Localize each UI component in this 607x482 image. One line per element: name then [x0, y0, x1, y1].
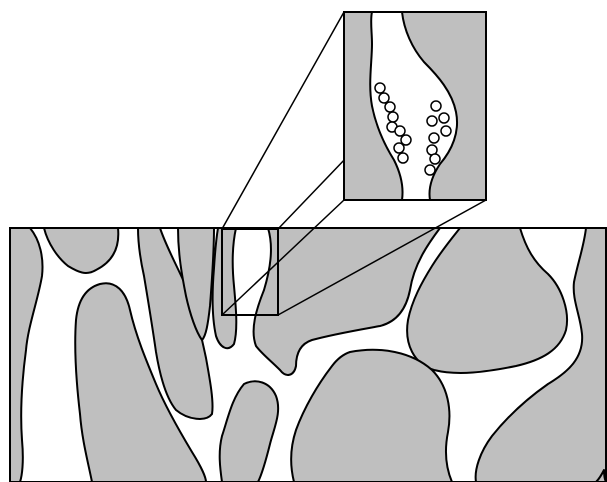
particle [425, 165, 435, 175]
particle [394, 143, 404, 153]
particle [441, 126, 451, 136]
particle [375, 83, 385, 93]
connector-line-top-left [222, 12, 344, 229]
particle [439, 113, 449, 123]
particle [395, 126, 405, 136]
grain [10, 228, 43, 482]
grain [220, 381, 278, 482]
grain [407, 228, 567, 373]
grain [213, 228, 237, 348]
magnified-inset [344, 12, 486, 200]
particle [429, 133, 439, 143]
porous-section [10, 228, 606, 482]
particle [388, 112, 398, 122]
particle [430, 154, 440, 164]
grain [44, 228, 118, 273]
particle [398, 153, 408, 163]
particle [431, 101, 441, 111]
grain [291, 350, 452, 482]
particle [385, 102, 395, 112]
particle [379, 93, 389, 103]
particle [427, 116, 437, 126]
